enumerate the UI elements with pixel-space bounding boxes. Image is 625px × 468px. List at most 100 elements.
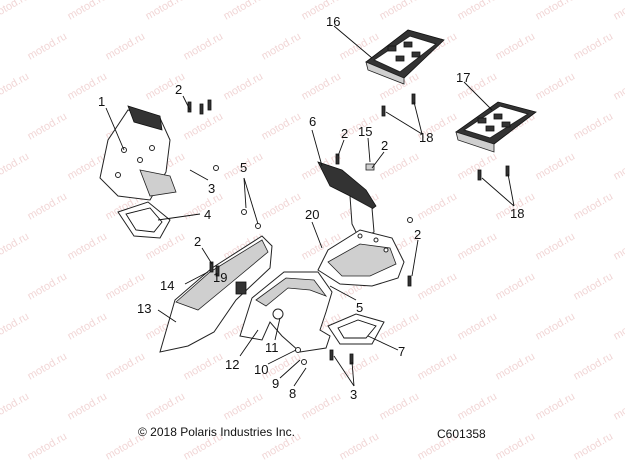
watermark-text: motod.ru	[612, 70, 625, 102]
part-16-footrest	[365, 29, 445, 85]
part-1-bracket	[99, 105, 177, 201]
watermark-text: motod.ru	[456, 0, 500, 23]
watermark-text: motod.ru	[378, 0, 422, 23]
watermark-text: motod.ru	[456, 150, 500, 182]
part-20-bracket	[317, 229, 405, 287]
watermark-text: motod.ru	[104, 270, 148, 302]
watermark-text: motod.ru	[26, 430, 70, 462]
watermark-text: motod.ru	[182, 350, 226, 382]
watermark-text: motod.ru	[416, 350, 460, 382]
diagram-code: C601358	[437, 427, 486, 441]
watermark-text: motod.ru	[456, 310, 500, 342]
watermark-text: motod.ru	[66, 390, 110, 422]
watermark-text: motod.ru	[572, 110, 616, 142]
callout-5: 5	[356, 300, 363, 315]
callout-2: 2	[175, 82, 182, 97]
watermark-text: motod.ru	[66, 0, 110, 23]
watermark-text: motod.ru	[572, 270, 616, 302]
callout-18: 18	[419, 130, 433, 145]
watermark-text: motod.ru	[378, 390, 422, 422]
watermark-text: motod.ru	[26, 190, 70, 222]
callout-5: 5	[240, 160, 247, 175]
watermark-text: motod.ru	[26, 270, 70, 302]
watermark-text: motod.ru	[0, 390, 31, 422]
watermark-text: motod.ru	[66, 310, 110, 342]
watermark-text: motod.ru	[494, 270, 538, 302]
watermark-text: motod.ru	[0, 310, 31, 342]
watermark-text: motod.ru	[0, 0, 31, 23]
watermark-text: motod.ru	[26, 30, 70, 62]
watermark-text: motod.ru	[0, 230, 31, 262]
watermark-text: motod.ru	[104, 30, 148, 62]
callout-13: 13	[137, 301, 151, 316]
callout-16: 16	[326, 14, 340, 29]
watermark-text: motod.ru	[222, 0, 266, 23]
callout-7: 7	[398, 344, 405, 359]
watermark-text: motod.ru	[456, 390, 500, 422]
callout-6: 6	[309, 114, 316, 129]
watermark-text: motod.ru	[104, 350, 148, 382]
watermark-text: motod.ru	[300, 390, 344, 422]
callout-8: 8	[289, 386, 296, 401]
callout-1: 1	[98, 94, 105, 109]
callout-14: 14	[160, 278, 174, 293]
watermark-text: motod.ru	[182, 110, 226, 142]
watermark-text: motod.ru	[534, 150, 578, 182]
copyright-text: © 2018 Polaris Industries Inc.	[138, 425, 295, 439]
watermark-text: motod.ru	[144, 0, 188, 23]
watermark-text: motod.ru	[494, 350, 538, 382]
fastener-hardware	[187, 93, 510, 365]
watermark-text: motod.ru	[534, 310, 578, 342]
watermark-text: motod.ru	[572, 430, 616, 462]
watermark-text: motod.ru	[182, 30, 226, 62]
watermark-text: motod.ru	[456, 230, 500, 262]
watermark-text: motod.ru	[534, 0, 578, 23]
watermark-text: motod.ru	[144, 390, 188, 422]
watermark-text: motod.ru	[338, 430, 382, 462]
watermark-text: motod.ru	[222, 70, 266, 102]
callout-10: 10	[254, 362, 268, 377]
part-12-housing	[239, 271, 333, 353]
watermark-text: motod.ru	[494, 430, 538, 462]
watermark-text: motod.ru	[0, 70, 31, 102]
watermark-text: motod.ru	[612, 0, 625, 23]
watermark-text: motod.ru	[260, 110, 304, 142]
callout-9: 9	[272, 376, 279, 391]
watermark-text: motod.ru	[494, 30, 538, 62]
watermark-text: motod.ru	[0, 150, 31, 182]
watermark-text: motod.ru	[26, 350, 70, 382]
watermark-text: motod.ru	[26, 110, 70, 142]
watermark-text: motod.ru	[378, 150, 422, 182]
callout-4: 4	[204, 207, 211, 222]
part-6-stanchion	[317, 161, 377, 241]
callout-3: 3	[350, 387, 357, 402]
watermark-text: motod.ru	[300, 70, 344, 102]
watermark-text: motod.ru	[612, 390, 625, 422]
callout-18: 18	[510, 206, 524, 221]
watermark-text: motod.ru	[222, 390, 266, 422]
part-4-plate	[117, 201, 171, 239]
watermark-text: motod.ru	[66, 230, 110, 262]
callout-labels: 1 2 3 4 5 2 19 14 13 12 11 10 9 8 3 7 5 …	[98, 14, 524, 402]
callout-12: 12	[225, 357, 239, 372]
callout-15: 15	[358, 124, 372, 139]
callout-11: 11	[265, 340, 279, 355]
watermark-text: motod.ru	[260, 30, 304, 62]
watermark-text: motod.ru	[416, 270, 460, 302]
callout-19: 19	[213, 270, 227, 285]
watermark-text: motod.ru	[612, 310, 625, 342]
callout-20: 20	[305, 207, 319, 222]
callout-2: 2	[194, 234, 201, 249]
callout-2: 2	[341, 126, 348, 141]
watermark-text: motod.ru	[534, 390, 578, 422]
watermark-text: motod.ru	[260, 190, 304, 222]
watermark-text: motod.ru	[534, 230, 578, 262]
part-17-footrest	[455, 101, 537, 153]
watermark-text: motod.ru	[378, 310, 422, 342]
leader-lines	[105, 25, 515, 387]
watermark-text: motod.ru	[572, 30, 616, 62]
callout-3: 3	[208, 181, 215, 196]
